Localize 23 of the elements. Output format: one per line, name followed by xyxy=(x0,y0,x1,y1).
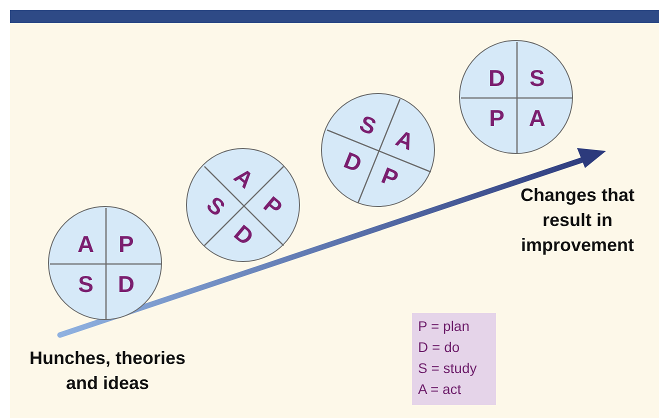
letter: P xyxy=(377,161,404,194)
letter: A xyxy=(76,230,96,259)
caption-text: Changes that result in improvement xyxy=(515,183,640,258)
letter: P xyxy=(117,230,135,259)
key-box xyxy=(412,313,496,405)
letter: A xyxy=(392,124,419,158)
key-entry: A = act xyxy=(418,380,462,399)
caption-text: Hunches, theories and ideas xyxy=(15,346,200,396)
letter: A xyxy=(528,104,546,134)
letter: S xyxy=(354,108,381,142)
letter: P xyxy=(257,190,288,223)
letter: A xyxy=(228,161,260,195)
letter: S xyxy=(77,270,95,300)
key-entry: S = study xyxy=(418,359,478,378)
letter: P xyxy=(488,104,506,134)
letter: D xyxy=(339,146,366,180)
letter: D xyxy=(488,64,506,93)
letter: S xyxy=(528,64,546,93)
key-entry: D = do xyxy=(418,338,461,357)
letter: D xyxy=(116,270,136,300)
letter: S xyxy=(200,190,231,223)
key-entry: P = plan xyxy=(418,317,471,336)
letter: D xyxy=(228,218,260,252)
